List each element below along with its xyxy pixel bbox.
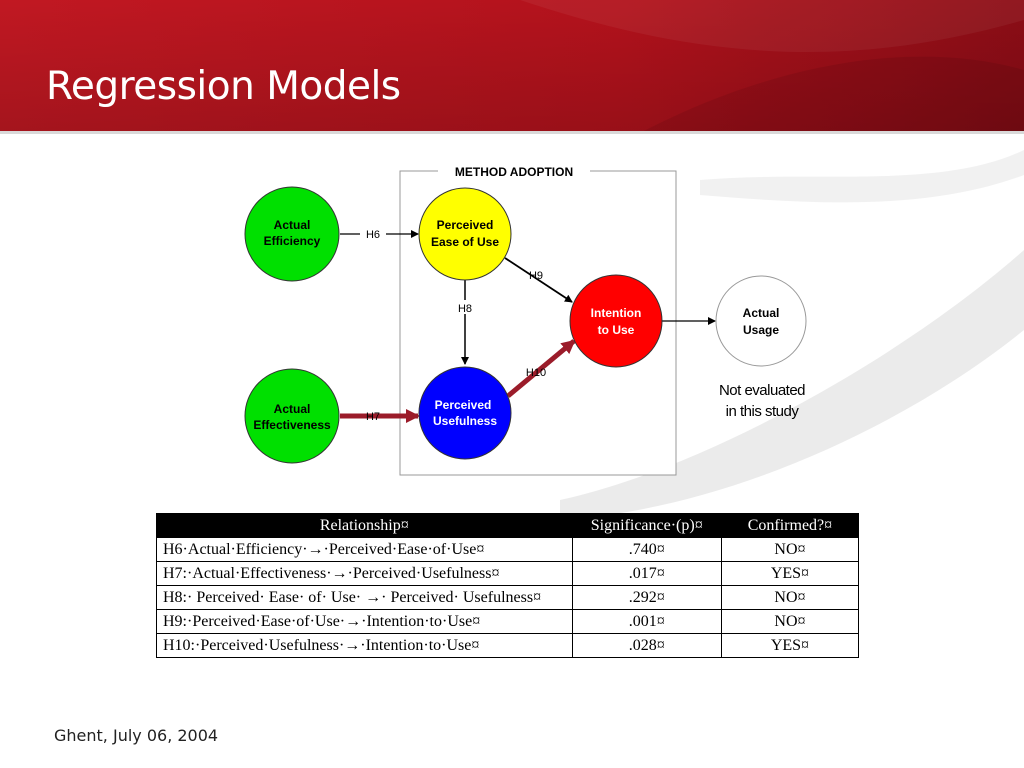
decorative-swoosh <box>560 250 1024 520</box>
table-row: H6·Actual·Efficiency·→·Perceived·Ease·of… <box>156 537 860 562</box>
svg-text:Efficiency: Efficiency <box>264 234 321 248</box>
svg-text:Intention: Intention <box>591 306 642 320</box>
svg-text:Ease of Use: Ease of Use <box>431 235 499 249</box>
slide-title: Regression Models <box>46 64 401 109</box>
svg-text:Actual: Actual <box>274 402 311 416</box>
table-row: H10:·Perceived·Usefulness·→·Intention·to… <box>156 633 860 658</box>
table-row: H8:· Perceived· Ease· of· Use· →· Percei… <box>156 585 860 610</box>
node-intention-to-use: Intention to Use <box>569 274 663 368</box>
svg-text:Actual: Actual <box>274 218 311 232</box>
node-actual-effectiveness: Actual Effectiveness <box>244 368 340 464</box>
cell-relationship: H6·Actual·Efficiency·→·Perceived·Ease·of… <box>156 537 573 562</box>
svg-text:Perceived: Perceived <box>435 398 492 412</box>
table-header-row: Relationship¤ Significance·(p)¤ Confirme… <box>156 513 860 538</box>
svg-text:Actual: Actual <box>743 306 780 320</box>
node-actual-efficiency: Actual Efficiency <box>244 186 340 282</box>
not-evaluated-note: Not evaluated in this study <box>692 380 832 422</box>
header-relationship: Relationship¤ <box>156 513 573 538</box>
node-actual-usage: Actual Usage <box>715 275 807 367</box>
edge-label-h7: H7 <box>366 411 380 423</box>
edge-label-h6: H6 <box>366 229 380 241</box>
node-perceived-usefulness: Perceived Usefulness <box>418 366 512 460</box>
note-line-2: in this study <box>725 403 799 420</box>
edge-label-h10: H10 <box>526 367 546 379</box>
cell-significance: .001¤ <box>571 609 722 634</box>
cell-confirmed: NO¤ <box>720 585 860 610</box>
header-confirmed: Confirmed?¤ <box>720 513 860 538</box>
svg-text:Effectiveness: Effectiveness <box>253 418 331 432</box>
cell-confirmed: YES¤ <box>720 633 860 658</box>
cell-relationship: H8:· Perceived· Ease· of· Use· →· Percei… <box>156 585 573 610</box>
svg-text:Usefulness: Usefulness <box>433 414 497 428</box>
method-adoption-label: METHOD ADOPTION <box>455 165 573 179</box>
cell-significance: .740¤ <box>571 537 722 562</box>
hypothesis-results-table: Relationship¤ Significance·(p)¤ Confirme… <box>156 513 860 658</box>
table-row: H7:·Actual·Effectiveness·→·Perceived·Use… <box>156 561 860 586</box>
note-line-1: Not evaluated <box>718 382 806 399</box>
cell-confirmed: NO¤ <box>720 537 860 562</box>
edge-label-h9: H9 <box>529 270 543 282</box>
cell-significance: .017¤ <box>571 561 722 586</box>
svg-text:Usage: Usage <box>743 323 779 337</box>
table-row: H9:·Perceived·Ease·of·Use·→·Intention·to… <box>156 609 860 634</box>
edge-label-h8: H8 <box>458 303 472 315</box>
cell-relationship: H9:·Perceived·Ease·of·Use·→·Intention·to… <box>156 609 573 634</box>
header-significance: Significance·(p)¤ <box>571 513 722 538</box>
cell-significance: .292¤ <box>571 585 722 610</box>
node-perceived-ease-of-use: Perceived Ease of Use <box>418 187 512 281</box>
cell-confirmed: NO¤ <box>720 609 860 634</box>
edge-h9 <box>504 257 573 303</box>
slide-footer: Ghent, July 06, 2004 <box>54 726 219 745</box>
svg-text:Perceived: Perceived <box>437 218 494 232</box>
edge-h10 <box>506 339 576 398</box>
cell-relationship: H7:·Actual·Effectiveness·→·Perceived·Use… <box>156 561 573 586</box>
svg-text:to Use: to Use <box>598 323 635 337</box>
cell-relationship: H10:·Perceived·Usefulness·→·Intention·to… <box>156 633 573 658</box>
cell-significance: .028¤ <box>571 633 722 658</box>
cell-confirmed: YES¤ <box>720 561 860 586</box>
